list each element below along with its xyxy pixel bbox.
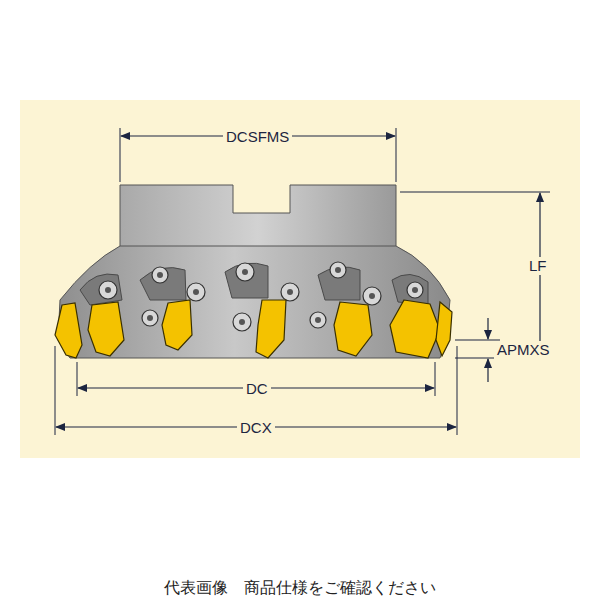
dimension-label: DCSFMS bbox=[223, 128, 292, 146]
image-caption: 代表画像 商品仕様をご確認ください bbox=[164, 578, 436, 598]
dimension-label: DC bbox=[243, 380, 271, 398]
dimension-label: DCX bbox=[237, 419, 275, 437]
dimension-label: LF bbox=[526, 257, 550, 275]
dimension-label: APMXS bbox=[494, 341, 553, 359]
